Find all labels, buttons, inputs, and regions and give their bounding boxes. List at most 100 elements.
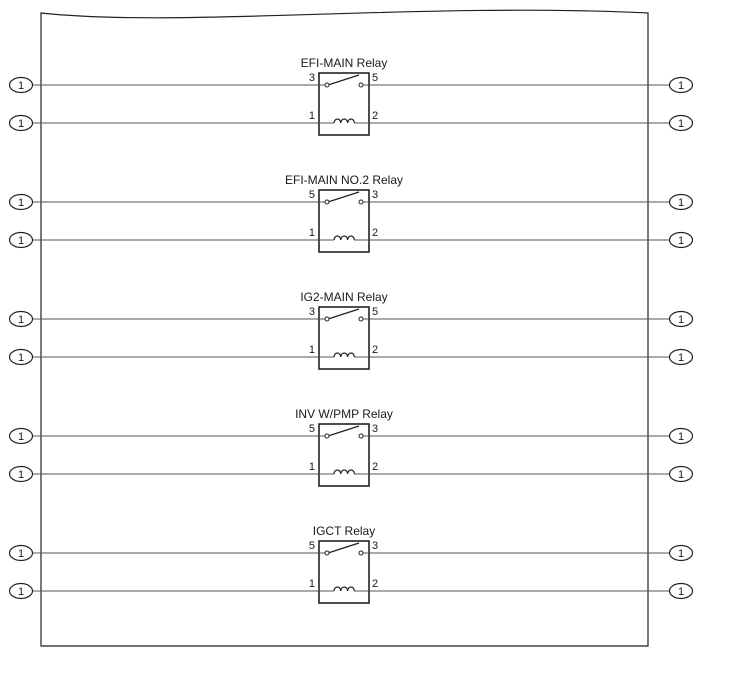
connector-left-contact-oval	[8, 544, 34, 562]
connector-left-contact: 1	[8, 544, 34, 562]
connector-right-contact-number: 1	[678, 314, 684, 326]
pin-coil-left: 1	[309, 227, 315, 239]
connector-right-coil-oval	[668, 231, 694, 249]
connector-right-coil-oval	[668, 465, 694, 483]
connector-right-coil-oval	[668, 114, 694, 132]
connector-left-coil: 1	[8, 348, 34, 366]
connector-right-contact: 1	[668, 427, 694, 445]
connector-right-coil-number: 1	[678, 352, 684, 364]
coil-icon	[333, 118, 355, 124]
connector-right-contact-oval	[668, 76, 694, 94]
connector-right-contact: 1	[668, 310, 694, 328]
connector-right-coil: 1	[668, 348, 694, 366]
relay-1: EFI-MAIN Relay 3 5 1 2 1 1 1 1	[8, 56, 694, 136]
connector-left-coil: 1	[8, 231, 34, 249]
contact-terminal-left	[324, 550, 330, 556]
connector-left-coil-number: 1	[18, 469, 24, 481]
connector-left-contact: 1	[8, 193, 34, 211]
connector-left-coil-number: 1	[18, 352, 24, 364]
connector-right-coil-number: 1	[678, 235, 684, 247]
pin-coil-left: 1	[309, 344, 315, 356]
pin-coil-left: 1	[309, 461, 315, 473]
contact-terminal-right	[358, 316, 364, 322]
relay-box	[318, 189, 370, 253]
relay-box	[318, 423, 370, 487]
switch-blade	[327, 74, 360, 86]
connector-right-contact-oval	[668, 544, 694, 562]
connector-left-contact-oval	[8, 76, 34, 94]
coil-icon	[333, 469, 355, 475]
connector-right-coil: 1	[668, 231, 694, 249]
connector-left-coil-number: 1	[18, 118, 24, 130]
connector-left-contact-oval	[8, 427, 34, 445]
connector-left-coil-oval	[8, 231, 34, 249]
connector-right-contact-number: 1	[678, 80, 684, 92]
switch-blade	[327, 308, 360, 320]
pin-contact-right: 3	[372, 189, 378, 201]
connector-right-coil: 1	[668, 114, 694, 132]
pin-coil-left: 1	[309, 110, 315, 122]
connector-right-contact-oval	[668, 427, 694, 445]
pin-coil-right: 2	[372, 227, 378, 239]
pin-contact-right: 5	[372, 72, 378, 84]
connector-right-coil: 1	[668, 465, 694, 483]
relay-box	[318, 72, 370, 136]
connector-right-contact-number: 1	[678, 197, 684, 209]
relay-name: INV W/PMP Relay	[295, 407, 393, 421]
relay-box	[318, 540, 370, 604]
connector-left-coil-oval	[8, 114, 34, 132]
connector-left-coil-oval	[8, 465, 34, 483]
connector-right-contact: 1	[668, 76, 694, 94]
connector-left-coil-oval	[8, 348, 34, 366]
relay-3: IG2-MAIN Relay 3 5 1 2 1 1 1 1	[8, 290, 694, 370]
pin-contact-left: 3	[309, 306, 315, 318]
relay-name: IGCT Relay	[313, 524, 375, 538]
contact-terminal-right	[358, 550, 364, 556]
diagram-frame	[40, 9, 649, 647]
connector-left-coil-oval	[8, 582, 34, 600]
connector-right-coil-oval	[668, 348, 694, 366]
connector-left-contact: 1	[8, 76, 34, 94]
contact-terminal-right	[358, 433, 364, 439]
relay-name: EFI-MAIN NO.2 Relay	[285, 173, 403, 187]
relay-name: IG2-MAIN Relay	[300, 290, 387, 304]
connector-right-coil-number: 1	[678, 469, 684, 481]
connector-right-coil-number: 1	[678, 586, 684, 598]
connector-right-contact-oval	[668, 310, 694, 328]
connector-left-coil-number: 1	[18, 235, 24, 247]
relay-2: EFI-MAIN NO.2 Relay 5 3 1 2 1 1 1 1	[8, 173, 694, 253]
connector-right-coil-number: 1	[678, 118, 684, 130]
switch-blade	[327, 191, 360, 203]
relay-name: EFI-MAIN Relay	[301, 56, 388, 70]
contact-terminal-left	[324, 82, 330, 88]
pin-contact-right: 5	[372, 306, 378, 318]
connector-right-contact: 1	[668, 544, 694, 562]
connector-left-contact-number: 1	[18, 314, 24, 326]
coil-icon	[333, 352, 355, 358]
connector-left-coil: 1	[8, 114, 34, 132]
pin-contact-left: 3	[309, 72, 315, 84]
connector-right-contact-number: 1	[678, 548, 684, 560]
connector-left-contact: 1	[8, 427, 34, 445]
pin-coil-right: 2	[372, 344, 378, 356]
connector-left-contact-number: 1	[18, 80, 24, 92]
connector-right-contact-oval	[668, 193, 694, 211]
pin-coil-right: 2	[372, 461, 378, 473]
contact-terminal-right	[358, 199, 364, 205]
pin-contact-left: 5	[309, 540, 315, 552]
pin-coil-left: 1	[309, 578, 315, 590]
contact-terminal-left	[324, 199, 330, 205]
connector-left-contact-number: 1	[18, 197, 24, 209]
pin-coil-right: 2	[372, 110, 378, 122]
connector-left-contact-oval	[8, 310, 34, 328]
connector-right-coil: 1	[668, 582, 694, 600]
relay-box	[318, 306, 370, 370]
pin-contact-left: 5	[309, 189, 315, 201]
pin-coil-right: 2	[372, 578, 378, 590]
connector-left-coil: 1	[8, 465, 34, 483]
switch-blade	[327, 425, 360, 437]
